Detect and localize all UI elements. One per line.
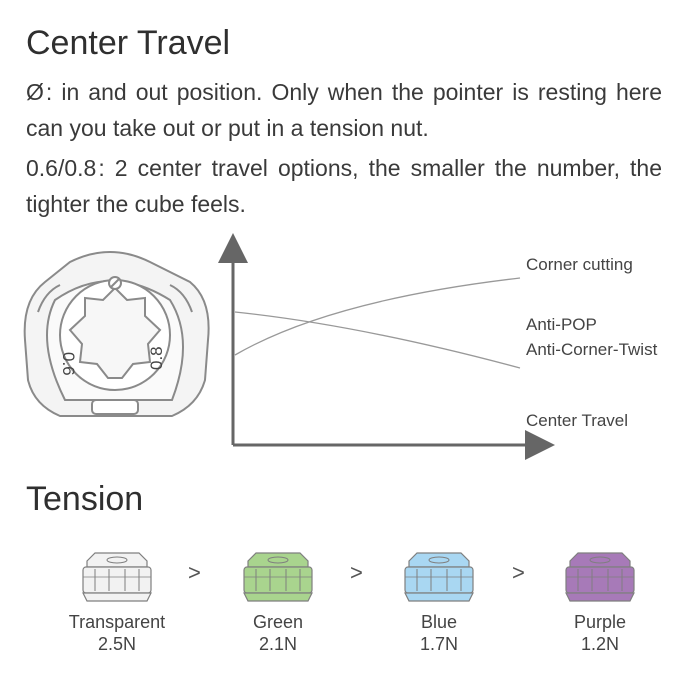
nut-label-green: Green 2.1N [203,611,353,655]
tension-nut-blue-icon [404,552,474,602]
series-line-anti-pop [234,311,521,369]
travel-options-symbol: 0.6/0.8 [26,155,97,181]
tension-nut-transparent-icon [82,552,152,602]
nut-value: 1.7N [419,634,459,654]
series-label-corner-cutting: Corner cutting [526,255,633,274]
x-axis-label: Center Travel [526,411,628,430]
paragraph-2-text: : 2 center travel options, the smaller t… [26,155,662,217]
tension-nuts [82,552,635,602]
paragraph-1-text: : in and out position. Only when the poi… [26,79,662,141]
dial-pointer-line [110,278,120,288]
tension-nut-green-icon [243,552,313,602]
nut-value: 1.2N [580,634,620,654]
nut-name: Purple [573,612,627,632]
nut-label-blue: Blue 1.7N [364,611,514,655]
nut-name: Transparent [68,612,166,632]
dial-label-right: 0.8 [147,346,166,370]
greater-than-3: > [512,560,525,585]
center-travel-title: Center Travel [26,24,231,62]
nut-name: Blue [420,612,458,632]
dial-right-arm [169,284,193,313]
dial-label-left: 0.6 [59,352,78,376]
zero-symbol: Ø [26,79,44,105]
greater-than-2: > [350,560,363,585]
series-label-anti-pop: Anti-POP [526,315,597,334]
greater-than-1: > [188,560,201,585]
series-line-corner-cutting [234,277,521,356]
nut-value: 2.1N [258,634,298,654]
nut-label-transparent: Transparent 2.5N [42,611,192,655]
dial-gear-socket [68,286,162,379]
tension-title: Tension [26,480,144,518]
center-travel-paragraph-1: Ø: in and out position. Only when the po… [26,74,662,146]
nut-label-purple: Purple 1.2N [525,611,675,655]
tension-nut-purple-icon [565,552,635,602]
nut-name: Green [252,612,304,632]
dial-left-arm [37,284,61,313]
center-dial-illustration [23,251,210,417]
dial-bottom-slot [91,399,139,415]
series-label-anti-corner-twist: Anti-Corner-Twist [526,340,658,359]
center-travel-paragraph-2: 0.6/0.8: 2 center travel options, the sm… [26,150,662,222]
nut-value: 2.5N [97,634,137,654]
